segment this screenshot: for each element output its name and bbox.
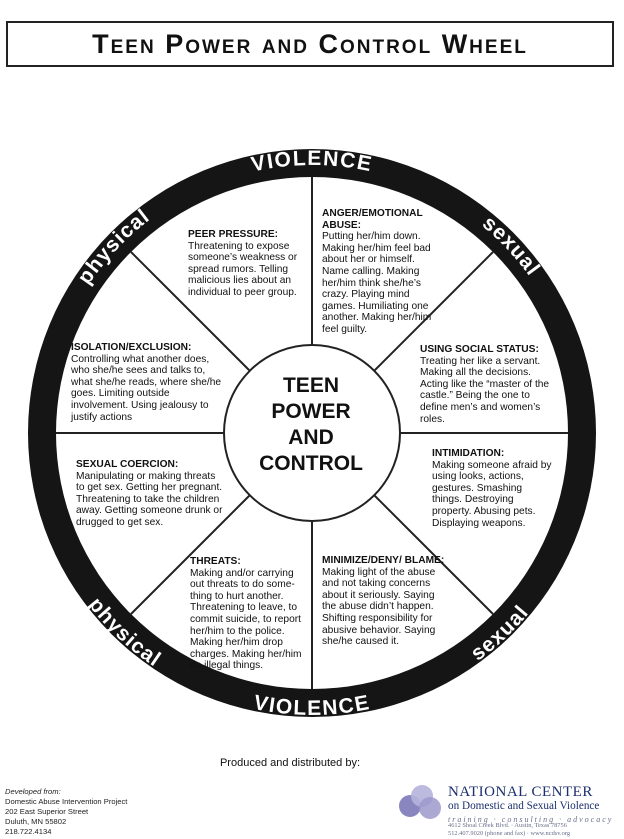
ncdsv-logo-icon [399, 785, 441, 819]
power-control-wheel: VIOLENCE VIOLENCE physical sexual physic… [28, 147, 596, 720]
section-text: Making light of the abuse and not taking… [322, 566, 436, 648]
developed-line: Domestic Abuse Intervention Project [5, 797, 128, 806]
org-address-block: 4612 Shoal Creek Blvd. · Austin, Texas 7… [448, 822, 622, 837]
section-heading: ANGER/EMOTIONAL ABUSE: [322, 208, 423, 231]
section-heading: PEER PRESSURE: [188, 229, 279, 240]
section-text: Making someone afraid by using looks, ac… [432, 459, 552, 529]
org-name: NATIONAL CENTER [448, 784, 593, 800]
hub-line-2: POWER [271, 400, 351, 423]
spoke-lower-right [373, 494, 494, 615]
section-peer-pressure: PEER PRESSURE: Threatening to expose som… [188, 229, 308, 299]
wheel-hub [223, 344, 401, 522]
developed-from-label: Developed from: [5, 787, 61, 796]
section-using-social-status: USING SOCIAL STATUS: Treating her like a… [420, 344, 556, 425]
hub-label: TEEN POWER AND CONTROL [236, 373, 386, 477]
section-heading: MINIMIZE/DENY/ BLAME: [322, 555, 445, 566]
logo-circle [419, 797, 441, 819]
developed-from-block: Developed from: Domestic Abuse Intervent… [5, 787, 127, 837]
section-heading: SEXUAL COERCION: [76, 459, 179, 470]
section-text: Threatening to expose someone’s weakness… [188, 240, 298, 298]
title-box: Teen Power and Control Wheel [6, 21, 614, 67]
produced-by-label: Produced and distributed by: [219, 757, 361, 769]
page-title: Teen Power and Control Wheel [92, 28, 528, 59]
org-subtitle: on Domestic and Sexual Violence [448, 800, 600, 812]
section-text: Making and/or carrying out threats to do… [190, 567, 302, 672]
section-heading: USING SOCIAL STATUS: [420, 344, 539, 355]
org-contact: 512.407.9020 (phone and fax) · www.ncdsv… [448, 829, 571, 837]
spoke-lower-left [130, 494, 251, 615]
wheel-spokes [56, 177, 568, 689]
section-text: Treating her like a servant. Making all … [420, 355, 550, 425]
developed-line: Duluth, MN 55802 [5, 817, 67, 826]
section-text: Manipulating or making threats to get se… [76, 470, 223, 528]
section-isolation-exclusion: ISOLATION/EXCLUSION: Controlling what an… [71, 342, 223, 423]
ncdsv-name-block: NATIONAL CENTER on Domestic and Sexual V… [448, 784, 622, 825]
section-anger-emotional-abuse: ANGER/EMOTIONAL ABUSE: Putting her/him d… [322, 208, 440, 336]
section-minimize-deny-blame: MINIMIZE/DENY/ BLAME: Making light of th… [322, 555, 446, 648]
hub-line-4: CONTROL [259, 452, 363, 475]
hub-line-3: AND [288, 426, 334, 449]
hub-line-1: TEEN [282, 374, 339, 397]
section-heading: ISOLATION/EXCLUSION: [71, 342, 192, 353]
section-threats: THREATS: Making and/or carrying out thre… [190, 556, 308, 672]
section-text: Controlling what another does, who she/h… [71, 353, 222, 423]
spoke-upper-left [130, 251, 251, 372]
org-tagline: training · consulting · advocacy [448, 815, 614, 824]
spoke-upper-right [373, 251, 494, 372]
section-sexual-coercion: SEXUAL COERCION: Manipulating or making … [76, 459, 224, 529]
section-intimidation: INTIMIDATION: Making someone afraid by u… [432, 448, 552, 529]
org-address: 4612 Shoal Creek Blvd. · Austin, Texas 7… [448, 822, 567, 829]
developed-line: 218.722.4134 [5, 827, 52, 836]
section-heading: INTIMIDATION: [432, 448, 505, 459]
section-text: Putting her/him down. Making her/him fee… [322, 231, 432, 335]
developed-line: 202 East Superior Street [5, 807, 89, 816]
section-heading: THREATS: [190, 556, 241, 567]
